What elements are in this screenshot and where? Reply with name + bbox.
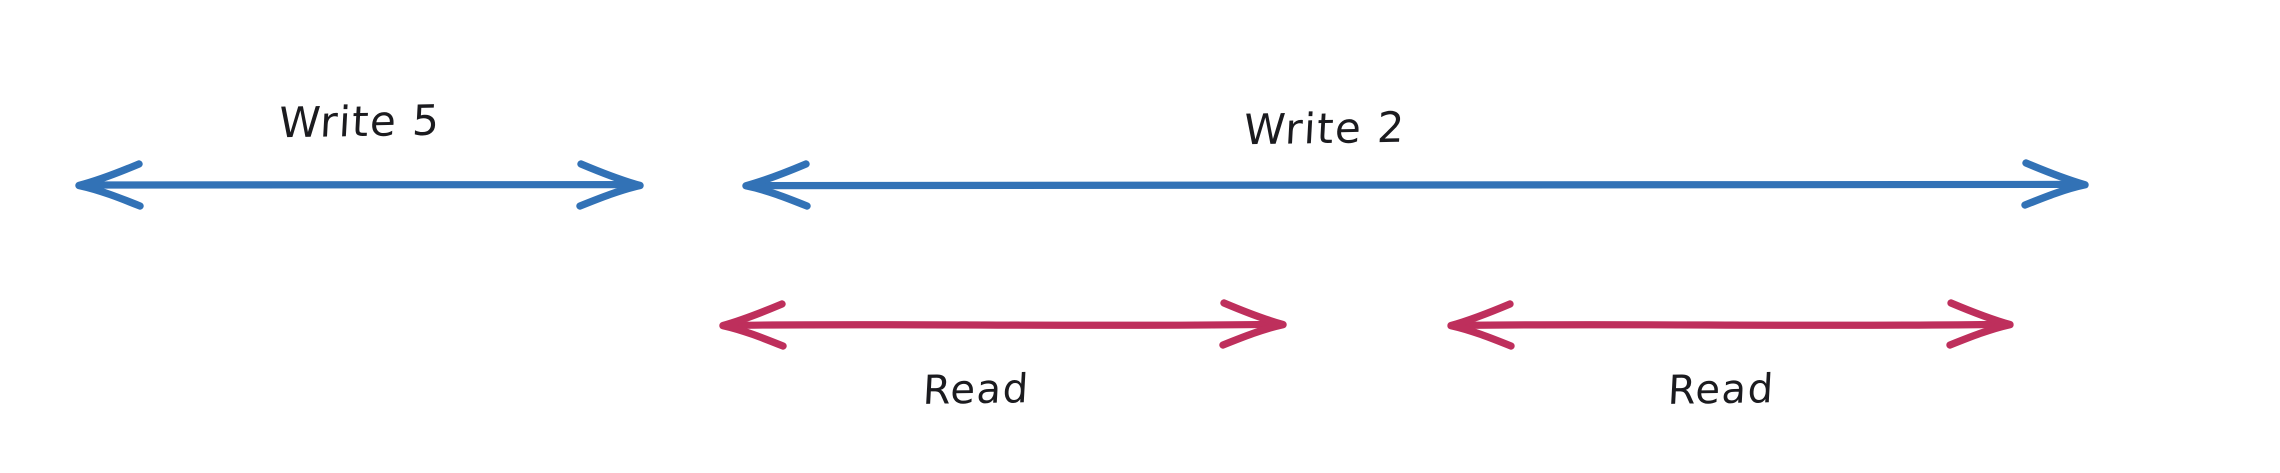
write-5-label: Write 5 — [277, 95, 442, 148]
read-1-label: Read — [921, 366, 1031, 414]
read-2-arrow — [1447, 299, 2014, 350]
write-2-arrow-shaft — [750, 180, 2081, 190]
read-2-arrow-head-left — [1447, 300, 1515, 350]
write-5-arrow-shaft — [82, 180, 636, 189]
read-1-arrow — [719, 299, 1287, 350]
write-2-arrow-head-left — [742, 160, 811, 210]
read-1-arrow-head-left — [719, 300, 787, 350]
write-5-arrow-head-left — [75, 160, 144, 210]
read-1-arrow-shaft — [727, 320, 1279, 329]
write-2-arrow — [742, 159, 2089, 210]
write-5-arrow — [75, 160, 644, 210]
write-2-label: Write 2 — [1242, 102, 1407, 155]
read-1-arrow-head-right — [1219, 299, 1287, 349]
read-2-label: Read — [1666, 366, 1776, 414]
write-2-arrow-head-right — [2021, 159, 2089, 209]
read-2-arrow-shaft — [1455, 320, 2006, 329]
write-5-arrow-head-right — [576, 160, 644, 210]
read-2-arrow-head-right — [1946, 299, 2014, 349]
